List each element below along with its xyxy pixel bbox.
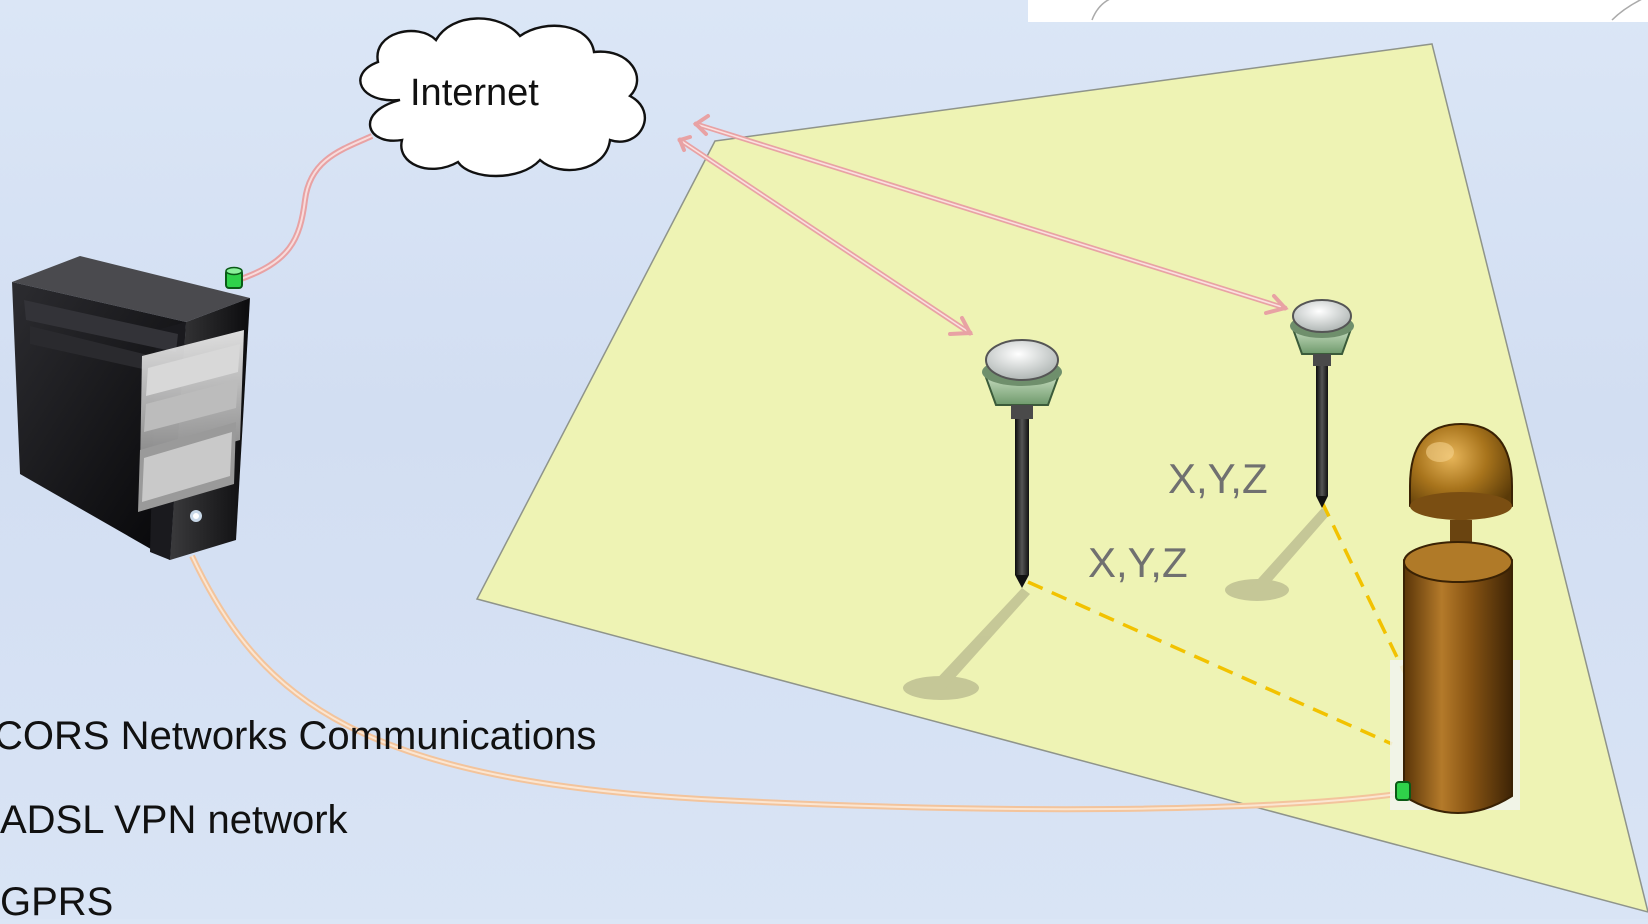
cloud-icon (359, 17, 647, 178)
server-tower-icon (12, 256, 250, 560)
gnss-rover-pole-icon-b (1290, 299, 1354, 508)
communications-item-gprs: GPRS (0, 880, 114, 924)
gnss-rover-pole-icon-a (982, 339, 1062, 588)
server-connector-icon (225, 266, 243, 289)
cloud-label: Internet (410, 72, 539, 114)
baseline-rover-b (1320, 501, 1410, 681)
coordinate-label-rover-b: X,Y,Z (1168, 455, 1268, 502)
internet-link-line (237, 133, 374, 283)
baselines (1027, 501, 1410, 746)
coordinate-label-rover-a: X,Y,Z (1088, 539, 1188, 586)
communications-title: CORS Networks Communications (0, 714, 597, 758)
communications-item-adsl: ADSL VPN network (0, 798, 348, 842)
rover-shadows (903, 508, 1330, 700)
survey-area-plane (475, 43, 1648, 913)
cors-reference-station-icon (1390, 422, 1520, 814)
inset-panel-edge (1028, 0, 1648, 22)
gprs-links (677, 114, 1289, 336)
baseline-rover-a (1027, 580, 1393, 746)
